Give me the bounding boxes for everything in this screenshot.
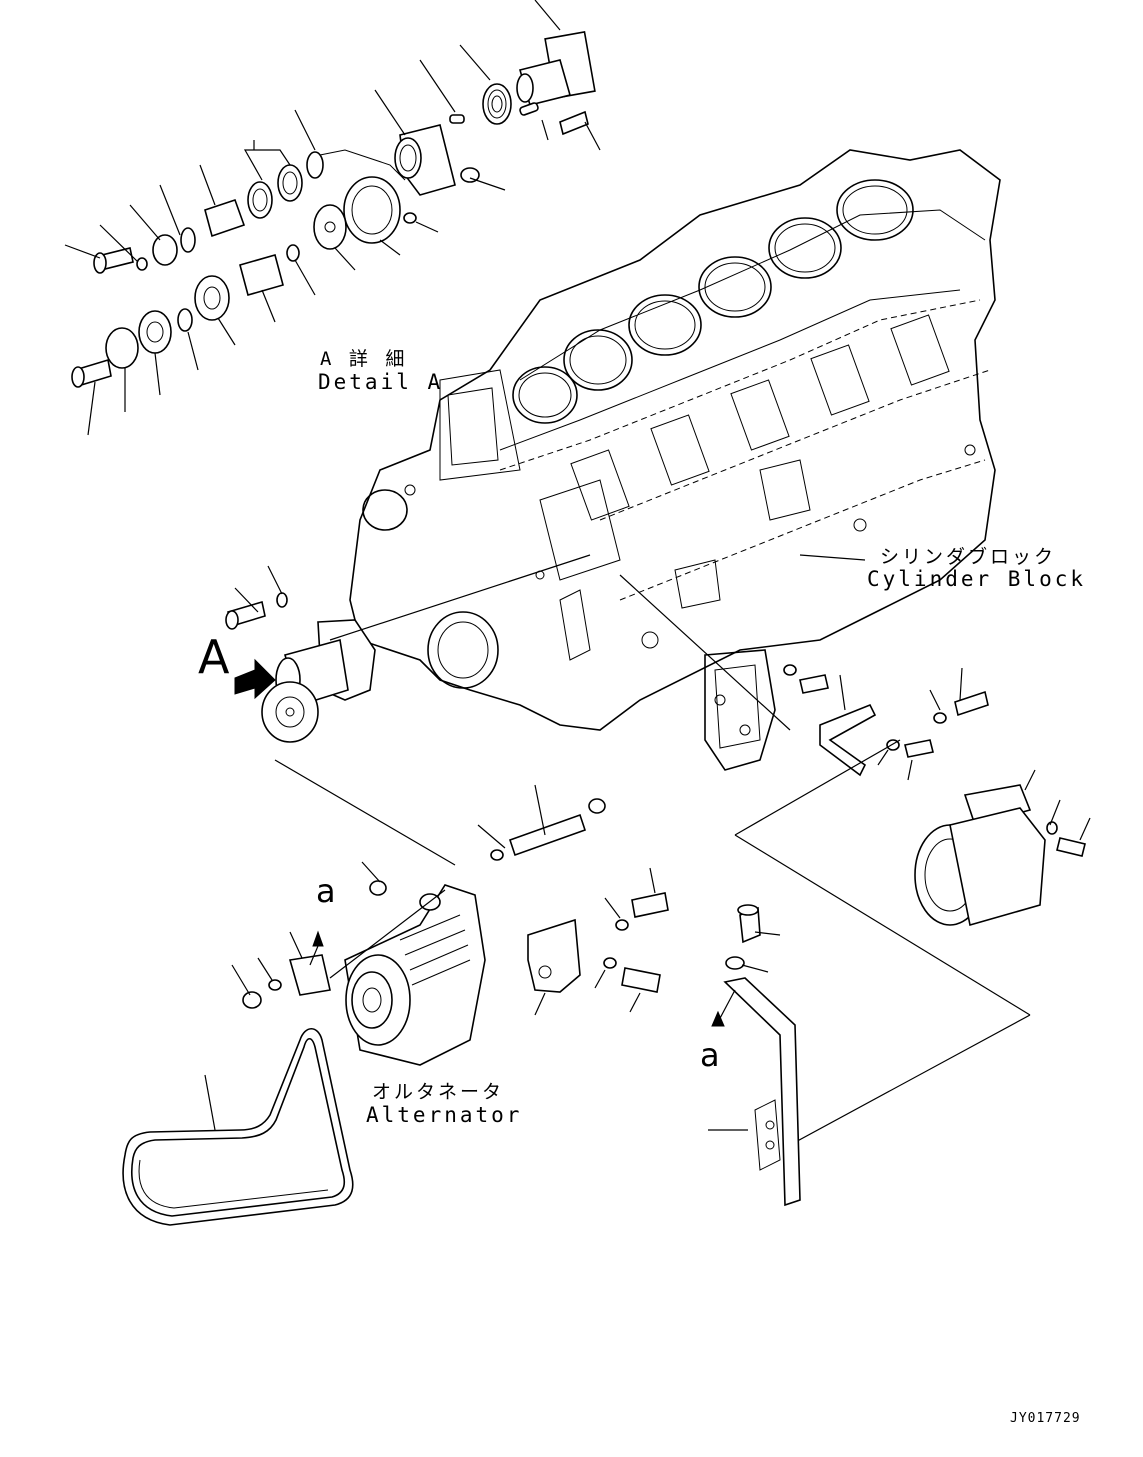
- detail-a-title-jp: A 詳 細: [320, 348, 408, 370]
- alternator-assembly: [231, 784, 669, 1066]
- cylinder-block-label-jp: シリンダブロック: [880, 546, 1057, 568]
- detail-a-leaders: [64, 0, 601, 436]
- ref-a-right-marker: a: [700, 1036, 720, 1074]
- ref-a-left-marker: a: [316, 872, 336, 910]
- detail-a-parts: [71, 31, 596, 388]
- front-bracket-assembly: [619, 574, 1091, 1146]
- alternator-label-jp: オルタネータ: [372, 1081, 505, 1103]
- v-belt: [122, 1027, 354, 1226]
- adjust-bracket: [708, 904, 801, 1207]
- alternator-label-en: Alternator: [366, 1103, 523, 1127]
- detail-a-title-en: Detail A: [318, 370, 444, 394]
- cylinder-block-label-en: Cylinder Block: [867, 567, 1087, 591]
- cylinder-block: [349, 149, 1001, 731]
- drawing-id: JY017729: [1010, 1411, 1081, 1426]
- belt-tensioner: [225, 554, 591, 866]
- view-a-marker: A: [198, 630, 230, 684]
- cylinder-block-leader: [799, 554, 866, 561]
